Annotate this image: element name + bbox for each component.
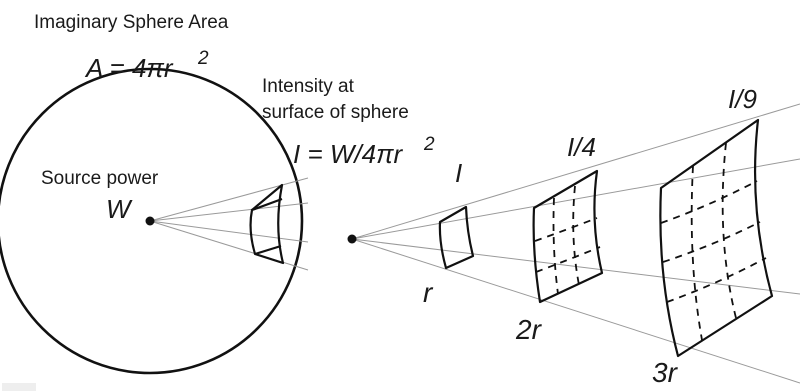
patch-r: [438, 205, 475, 270]
patch-3r: [659, 118, 774, 358]
left-source-rays: [149, 177, 309, 271]
intensity-title-line1: Intensity at: [262, 76, 355, 97]
left-source-point: [145, 216, 155, 226]
distance-3r-label: 3r: [652, 357, 679, 388]
distance-r-label: r: [423, 277, 434, 308]
distance-2r-label: 2r: [515, 314, 543, 345]
intensity-title-line2: surface of sphere: [262, 102, 409, 123]
patch-2-intensity: I/4: [567, 132, 596, 162]
sphere-title: Imaginary Sphere Area: [34, 12, 229, 33]
area-formula-exponent: 2: [197, 48, 209, 69]
area-formula: A = 4πr: [84, 53, 174, 83]
right-source-rays: [351, 103, 800, 384]
corner-watermark: [2, 383, 36, 391]
intensity-formula-exponent: 2: [423, 134, 435, 155]
intensity-formula: I = W/4πr: [293, 139, 403, 169]
source-power-label: Source power: [41, 168, 159, 189]
patch-3-intensity: I/9: [728, 84, 757, 114]
source-power-symbol: W: [106, 194, 133, 224]
sphere-surface-patch: [249, 183, 285, 265]
imaginary-sphere: [0, 67, 304, 375]
right-source-point: [347, 234, 357, 244]
patch-2r: [532, 169, 604, 304]
patch-1-intensity: I: [455, 158, 462, 188]
